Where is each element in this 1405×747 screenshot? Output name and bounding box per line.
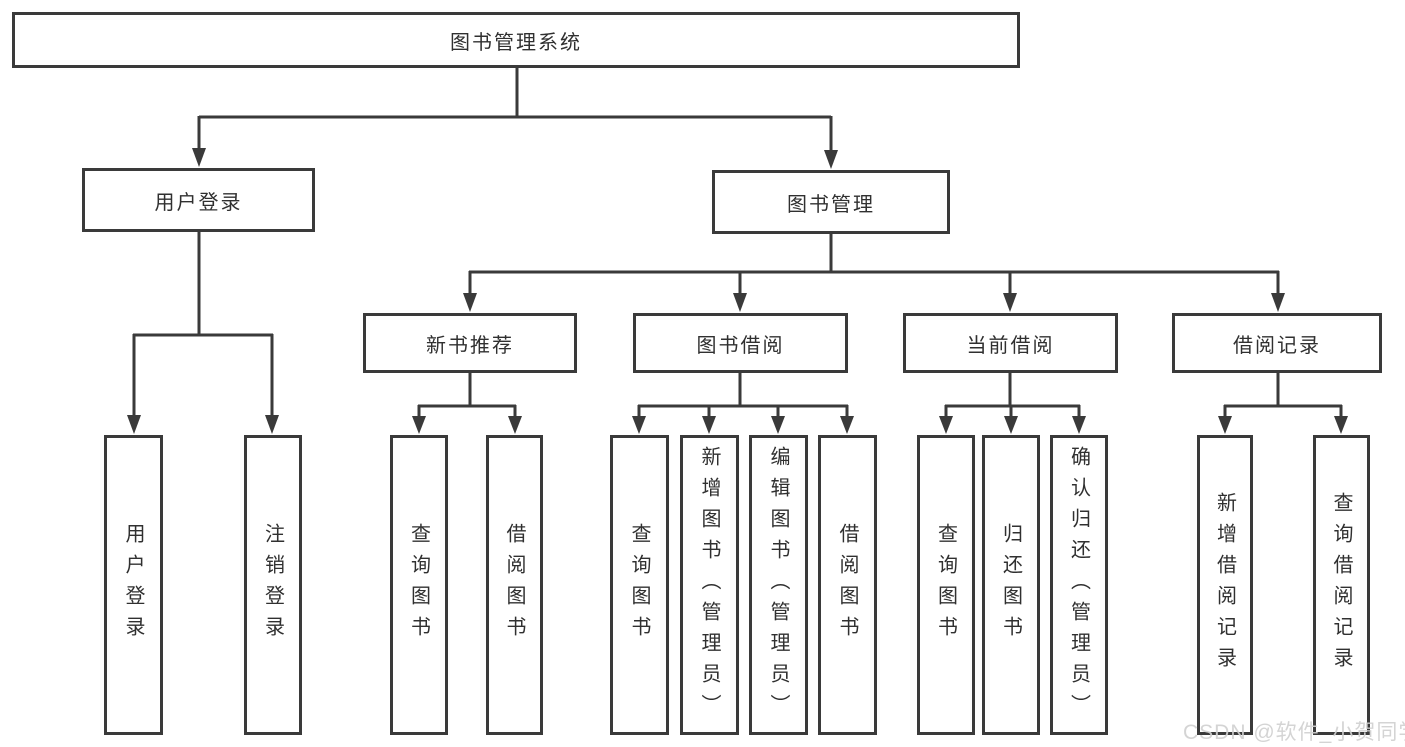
connector-newbooks-to-leaves	[412, 373, 522, 434]
leaf-records-add-record: 新增借阅记录	[1197, 435, 1253, 735]
connector-login-to-leaves	[127, 232, 279, 434]
leaf-records-query-record: 查询借阅记录	[1313, 435, 1370, 735]
leaf-borrow-edit-book-admin: 编辑图书（管理员）	[749, 435, 808, 735]
leaf-borrow-query-books: 查询图书	[610, 435, 669, 735]
leaf-borrow-add-book-admin: 新增图书（管理员）	[680, 435, 739, 735]
connector-mgmt-to-level3	[463, 234, 1285, 312]
node-root-system: 图书管理系统	[12, 12, 1020, 68]
leaf-user-login: 用户登录	[104, 435, 163, 735]
leaf-borrow-borrow-books: 借阅图书	[818, 435, 877, 735]
connector-current-to-leaves	[939, 373, 1086, 434]
node-book-borrowing: 图书借阅	[633, 313, 848, 373]
connector-records-to-leaves	[1218, 373, 1348, 434]
leaf-logout: 注销登录	[244, 435, 302, 735]
leaf-current-query-books: 查询图书	[917, 435, 975, 735]
node-user-login: 用户登录	[82, 168, 315, 232]
node-current-borrowing: 当前借阅	[903, 313, 1118, 373]
csdn-watermark: CSDN @软件_小贺同学	[1183, 721, 1405, 744]
leaf-newbooks-borrow-books: 借阅图书	[486, 435, 543, 735]
connector-root-to-level2	[192, 68, 838, 169]
node-new-book-recommend: 新书推荐	[363, 313, 577, 373]
connector-borrow-to-leaves	[632, 373, 854, 434]
node-book-management: 图书管理	[712, 170, 950, 234]
leaf-current-return-books: 归还图书	[982, 435, 1040, 735]
node-borrowing-records: 借阅记录	[1172, 313, 1382, 373]
leaf-current-confirm-return-admin: 确认归还（管理员）	[1050, 435, 1108, 735]
leaf-newbooks-query-books: 查询图书	[390, 435, 448, 735]
